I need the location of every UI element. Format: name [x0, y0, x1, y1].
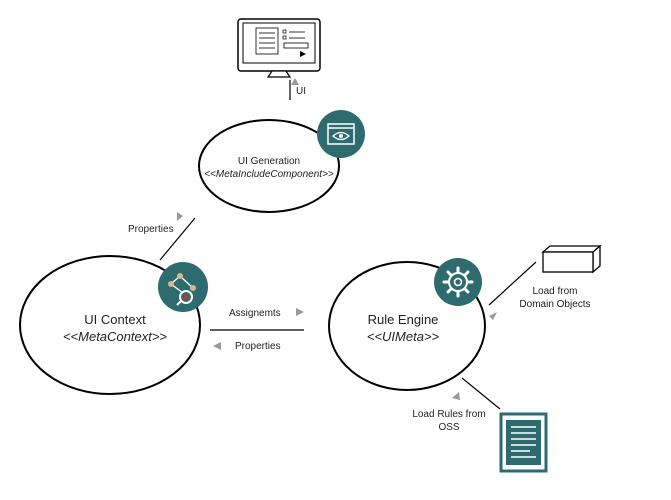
monitor-icon [237, 18, 321, 78]
ui-context-subtitle: <<MetaContext>> [62, 329, 168, 344]
load-domain-label-line2: Domain Objects [519, 299, 591, 310]
properties-top-label: Properties [128, 224, 174, 235]
domain-objects-arrow [489, 312, 497, 320]
network-graph-icon [158, 262, 208, 312]
oss-arrow [452, 392, 460, 400]
assignments-label: Assignemts [229, 308, 281, 319]
assignments-arrow [296, 308, 304, 316]
rule-engine-subtitle: <<UIMeta>> [366, 329, 440, 344]
ui-context-title: UI Context [84, 312, 146, 327]
ui-generation-subtitle: <<MetaIncludeComponent>> [204, 169, 334, 180]
load-rules-label-line2: OSS [438, 422, 460, 433]
oss-connector [461, 377, 501, 410]
gear-icon [434, 258, 482, 306]
rule-engine-title: Rule Engine [367, 312, 439, 327]
document-icon [499, 412, 548, 473]
eye-window-icon [317, 110, 365, 158]
ui-label: UI [296, 86, 306, 97]
properties-top-arrow [177, 212, 183, 221]
box-icon [541, 244, 602, 274]
domain-objects-connector [488, 261, 537, 306]
load-rules-label-line1: Load Rules from [412, 409, 486, 420]
load-domain-label-line1: Load from [532, 286, 578, 297]
ui-context-ellipse [19, 255, 201, 395]
ui-arrow-up [291, 78, 299, 85]
properties-top-connector [159, 217, 196, 261]
ui-generation-title: UI Generation [237, 156, 301, 167]
ui-generation-ellipse [198, 119, 340, 213]
properties-bottom-arrow [213, 342, 221, 350]
properties-bottom-label: Properties [235, 341, 281, 352]
